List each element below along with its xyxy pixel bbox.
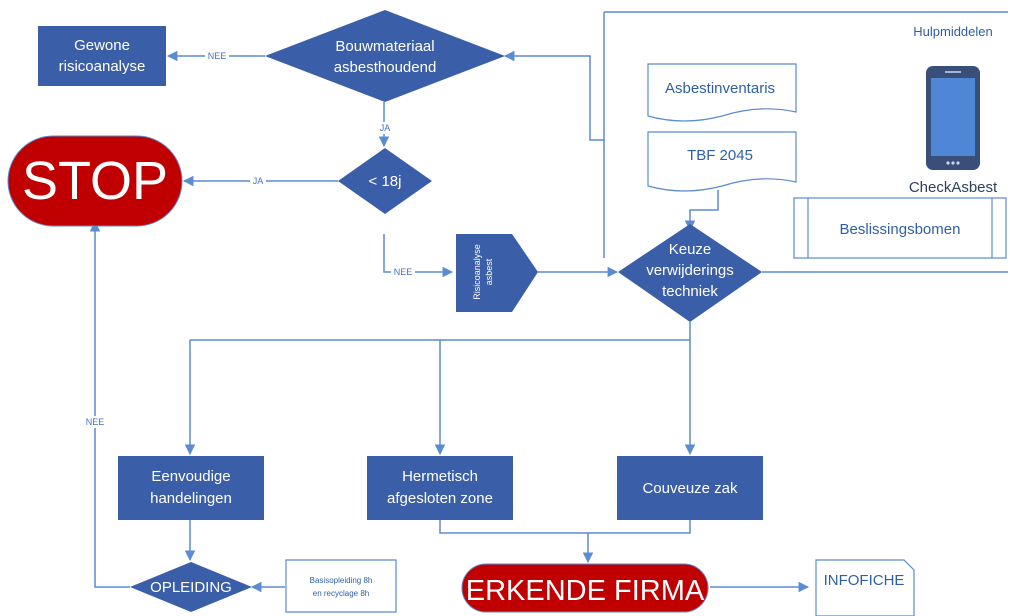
svg-text:ERKENDE FIRMA: ERKENDE FIRMA	[466, 575, 705, 607]
svg-text:en recyclage 8h: en recyclage 8h	[313, 589, 369, 598]
edge-hulpmiddelen-bouw	[503, 12, 605, 141]
stop-terminator[interactable]: STOP	[7, 135, 183, 227]
label-nee-risico: NEE	[394, 267, 413, 277]
svg-text:verwijderings: verwijderings	[646, 262, 734, 279]
svg-text:TBF 2045: TBF 2045	[687, 147, 753, 164]
asbestinventaris-document[interactable]: Asbestinventaris	[647, 63, 797, 122]
tbf-2045-document[interactable]: TBF 2045	[647, 131, 797, 192]
label-ja-stop: JA	[253, 176, 264, 186]
svg-text:INFOFICHE: INFOFICHE	[824, 572, 905, 589]
couveuze-zak-box[interactable]: Couveuze zak	[617, 456, 763, 520]
svg-text:Keuze: Keuze	[669, 241, 712, 258]
svg-text:afgesloten zone: afgesloten zone	[387, 490, 493, 507]
svg-text:techniek: techniek	[662, 283, 718, 300]
edge-nee-loop	[89, 220, 130, 588]
svg-text:Beslissingsbomen: Beslissingsbomen	[840, 221, 961, 238]
svg-text:Gewone: Gewone	[74, 37, 130, 54]
svg-text:Basisopleiding 8h: Basisopleiding 8h	[310, 576, 373, 585]
hulpmiddelen-panel: Hulpmiddelen Asbestinventaris TBF 2045 C…	[647, 24, 1007, 259]
svg-text:Eenvoudige: Eenvoudige	[151, 468, 230, 485]
svg-text:Asbestinventaris: Asbestinventaris	[665, 80, 775, 97]
risicoanalyse-asbest-box[interactable]: Risicoanalyse asbest	[456, 234, 538, 312]
hermetisch-zone-box[interactable]: Hermetisch afgesloten zone	[367, 456, 513, 520]
svg-text:Hermetisch: Hermetisch	[402, 468, 478, 485]
svg-text:handelingen: handelingen	[150, 490, 232, 507]
hulpmiddelen-title: Hulpmiddelen	[913, 24, 993, 39]
edge-hermetisch-merge	[439, 520, 588, 534]
svg-text:< 18j: < 18j	[369, 173, 402, 190]
svg-text:Bouwmateriaal: Bouwmateriaal	[335, 38, 434, 55]
erkende-firma-terminator[interactable]: ERKENDE FIRMA	[461, 563, 709, 613]
svg-text:asbesthoudend: asbesthoudend	[334, 59, 437, 76]
svg-text:Risicoanalyse: Risicoanalyse	[472, 244, 482, 300]
label-ja-down: JA	[380, 123, 391, 133]
gewone-risicoanalyse-box[interactable]: Gewone risicoanalyse	[38, 26, 166, 86]
age-decision[interactable]: < 18j	[338, 148, 432, 214]
keuze-techniek-decision[interactable]: Keuze verwijderings techniek	[618, 224, 762, 322]
beslissingsbomen-box[interactable]: Beslissingsbomen	[793, 197, 1007, 259]
eenvoudige-handelingen-box[interactable]: Eenvoudige handelingen	[118, 456, 264, 520]
checkasbest-label: CheckAsbest	[909, 179, 998, 196]
basisopleiding-document[interactable]: Basisopleiding 8h en recyclage 8h	[285, 559, 397, 613]
svg-text:STOP: STOP	[22, 151, 168, 211]
smartphone-icon	[926, 66, 980, 170]
label-nee-loop: NEE	[86, 417, 105, 427]
label-nee-top: NEE	[208, 51, 227, 61]
svg-text:OPLEIDING: OPLEIDING	[150, 579, 232, 596]
edge-couveuze-merge	[588, 520, 691, 534]
edge-labels: NEE JA JA NEE NEE	[83, 50, 415, 428]
svg-text:Couveuze zak: Couveuze zak	[642, 480, 738, 497]
infofiche-document[interactable]: INFOFICHE	[815, 559, 915, 616]
opleiding-decision[interactable]: OPLEIDING	[130, 562, 252, 612]
connectors	[89, 11, 1008, 593]
edge-tbf-keuze	[684, 190, 719, 232]
edge-nee-risico	[383, 234, 454, 278]
svg-text:asbest: asbest	[484, 258, 494, 285]
bouwmateriaal-decision[interactable]: Bouwmateriaal asbesthoudend	[265, 10, 505, 102]
svg-text:risicoanalyse: risicoanalyse	[59, 58, 146, 75]
